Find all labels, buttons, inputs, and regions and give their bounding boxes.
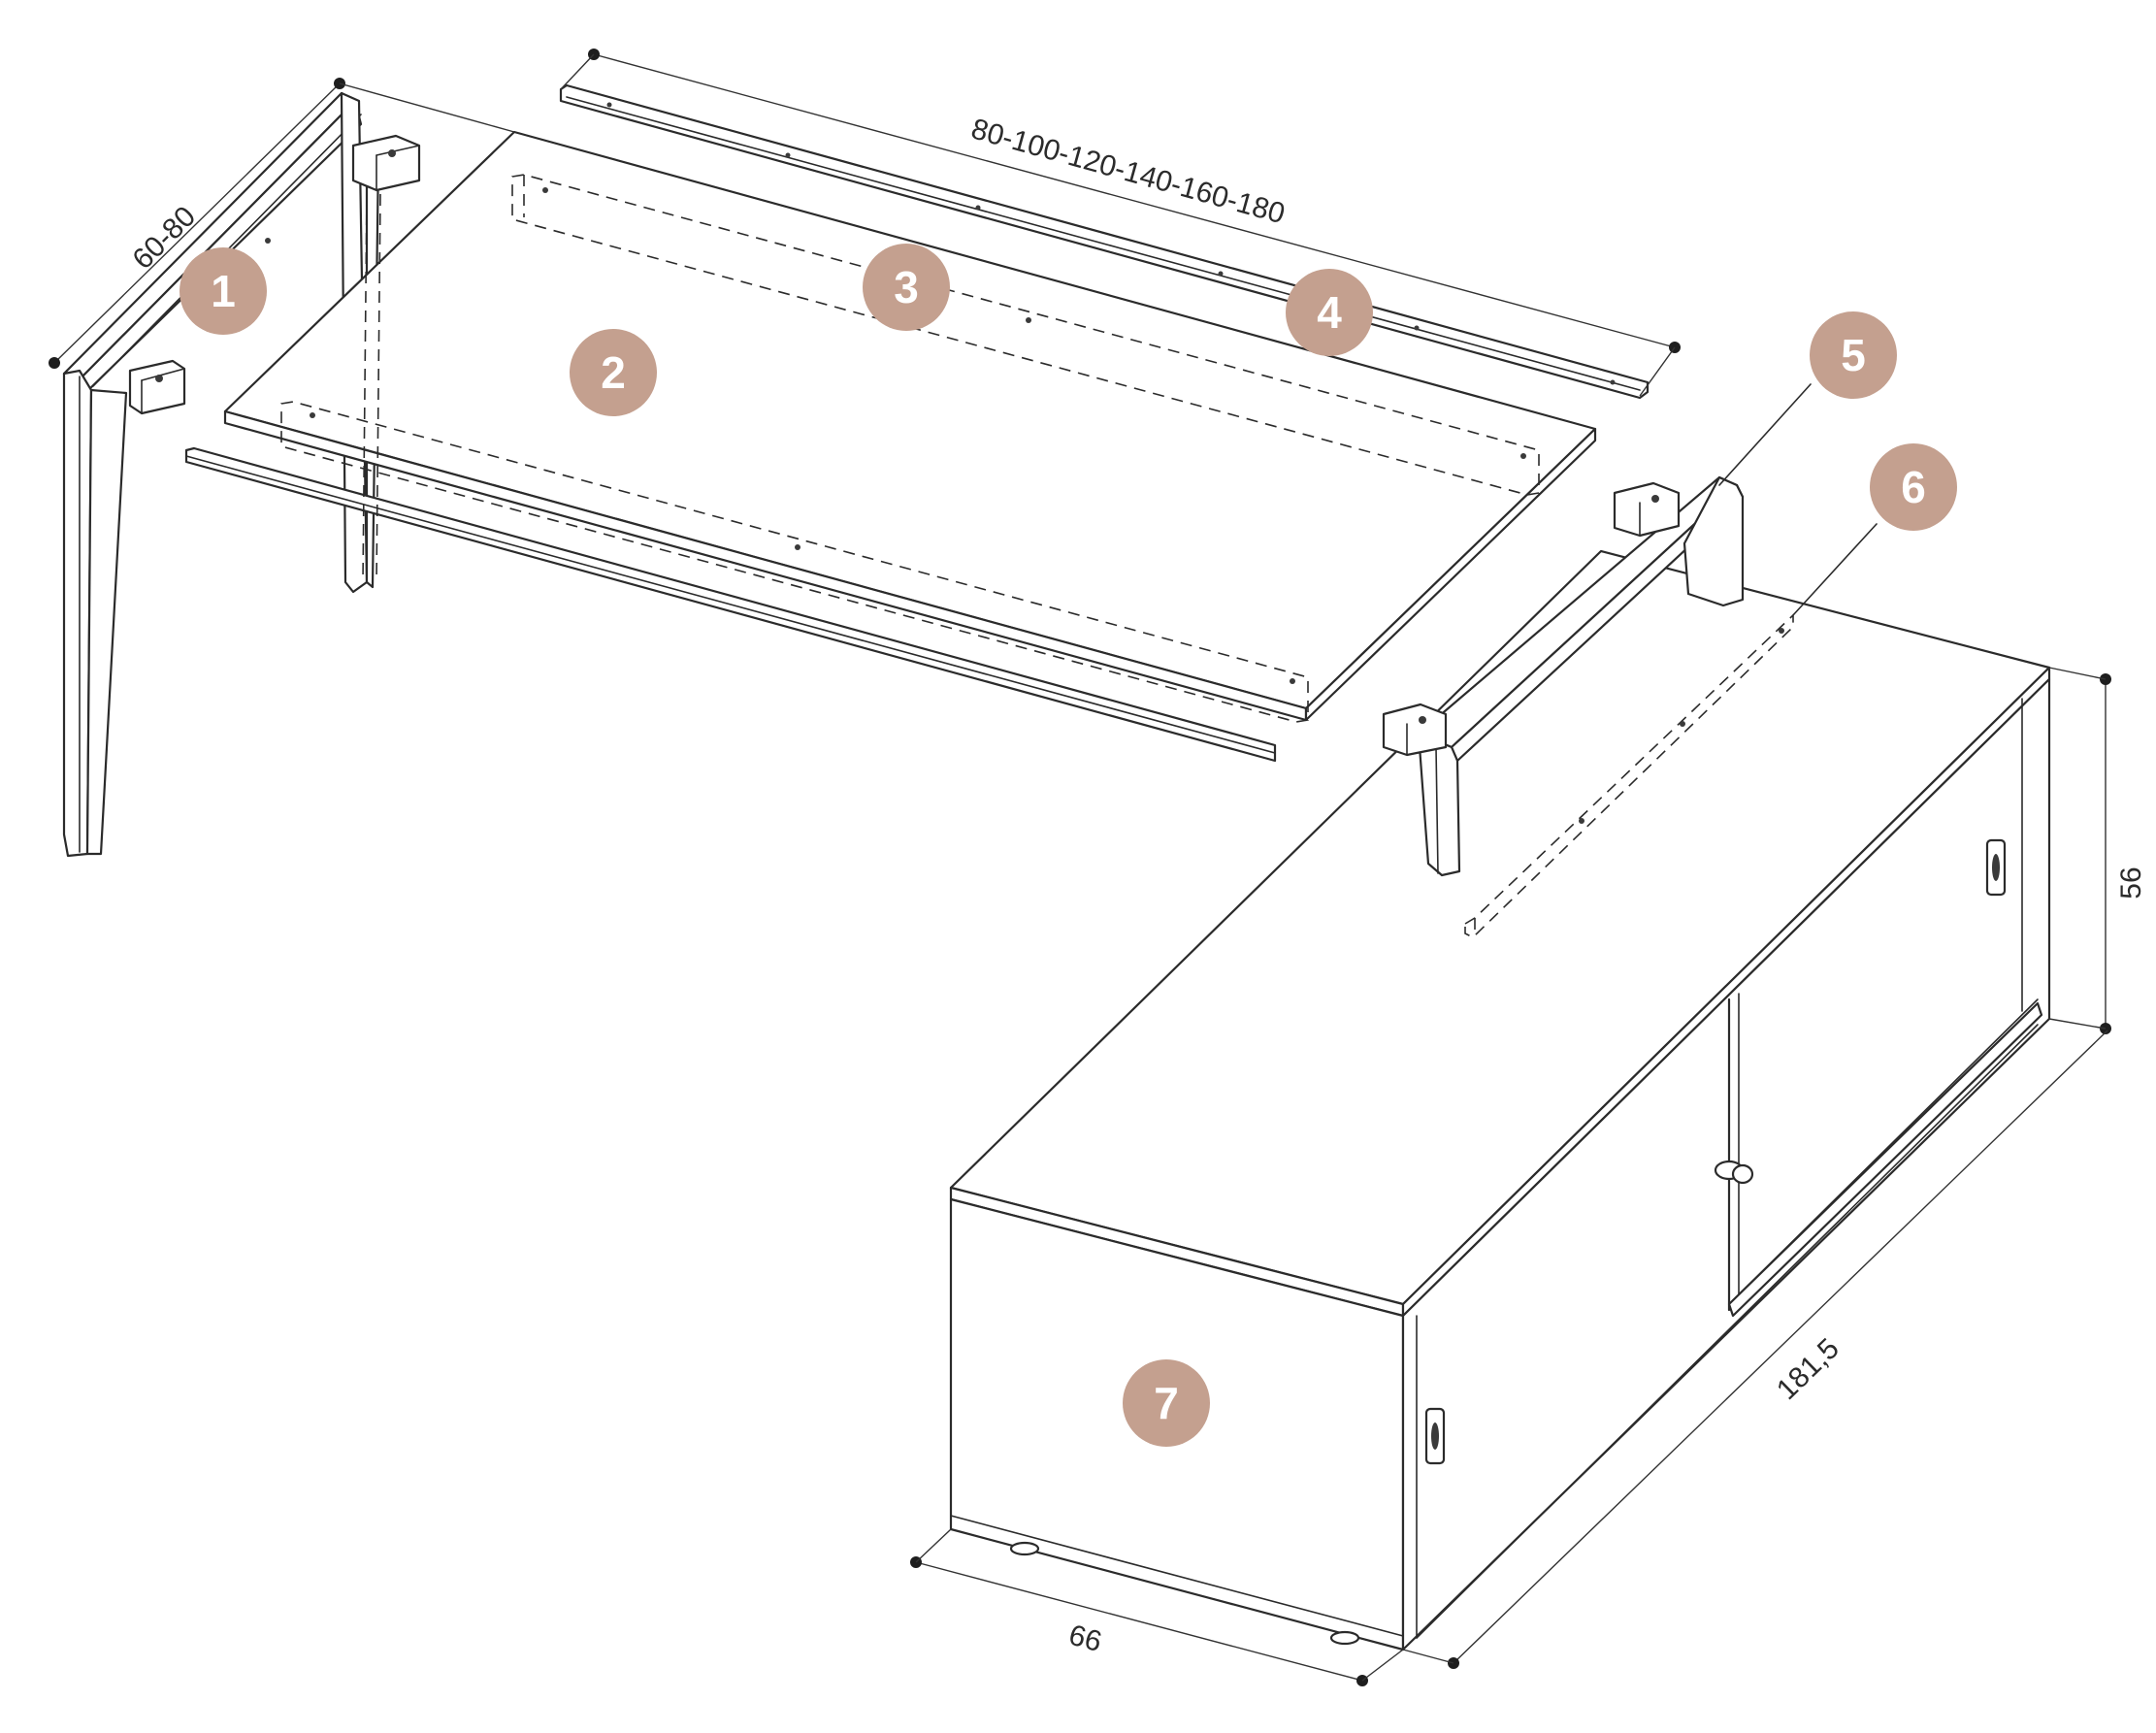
part-marker-label: 7 [1154,1378,1179,1428]
part-cabinet [949,549,2051,1651]
part-desk-top [184,130,1597,763]
part-marker-label: 5 [1841,330,1866,380]
dim-cabinet-height: 56 [2115,866,2147,899]
part-marker-3: 3 [863,244,950,331]
part-marker-label: 1 [211,266,236,316]
part-marker-label: 2 [601,347,626,398]
dim-cabinet-length: 181,5 [1771,1332,1846,1406]
dim-cabinet-depth: 66 [1065,1619,1105,1659]
part-marker-label: 4 [1317,287,1342,338]
part-marker-4: 4 [1286,269,1373,356]
part-cross-beam [1464,523,1878,938]
part-marker-1: 1 [180,247,267,335]
part-right-leg-frame [1382,383,1812,877]
part-marker-6: 6 [1870,443,1957,531]
part-marker-7: 7 [1123,1359,1210,1447]
part-marker-5: 5 [1810,311,1897,399]
part-marker-label: 3 [894,262,919,312]
part-back-rail [559,83,1650,400]
part-markers: 1 2 3 4 5 6 7 [180,244,1957,1447]
dimension-lines [49,49,2111,1686]
part-marker-2: 2 [570,329,657,416]
part-marker-label: 6 [1901,462,1926,512]
